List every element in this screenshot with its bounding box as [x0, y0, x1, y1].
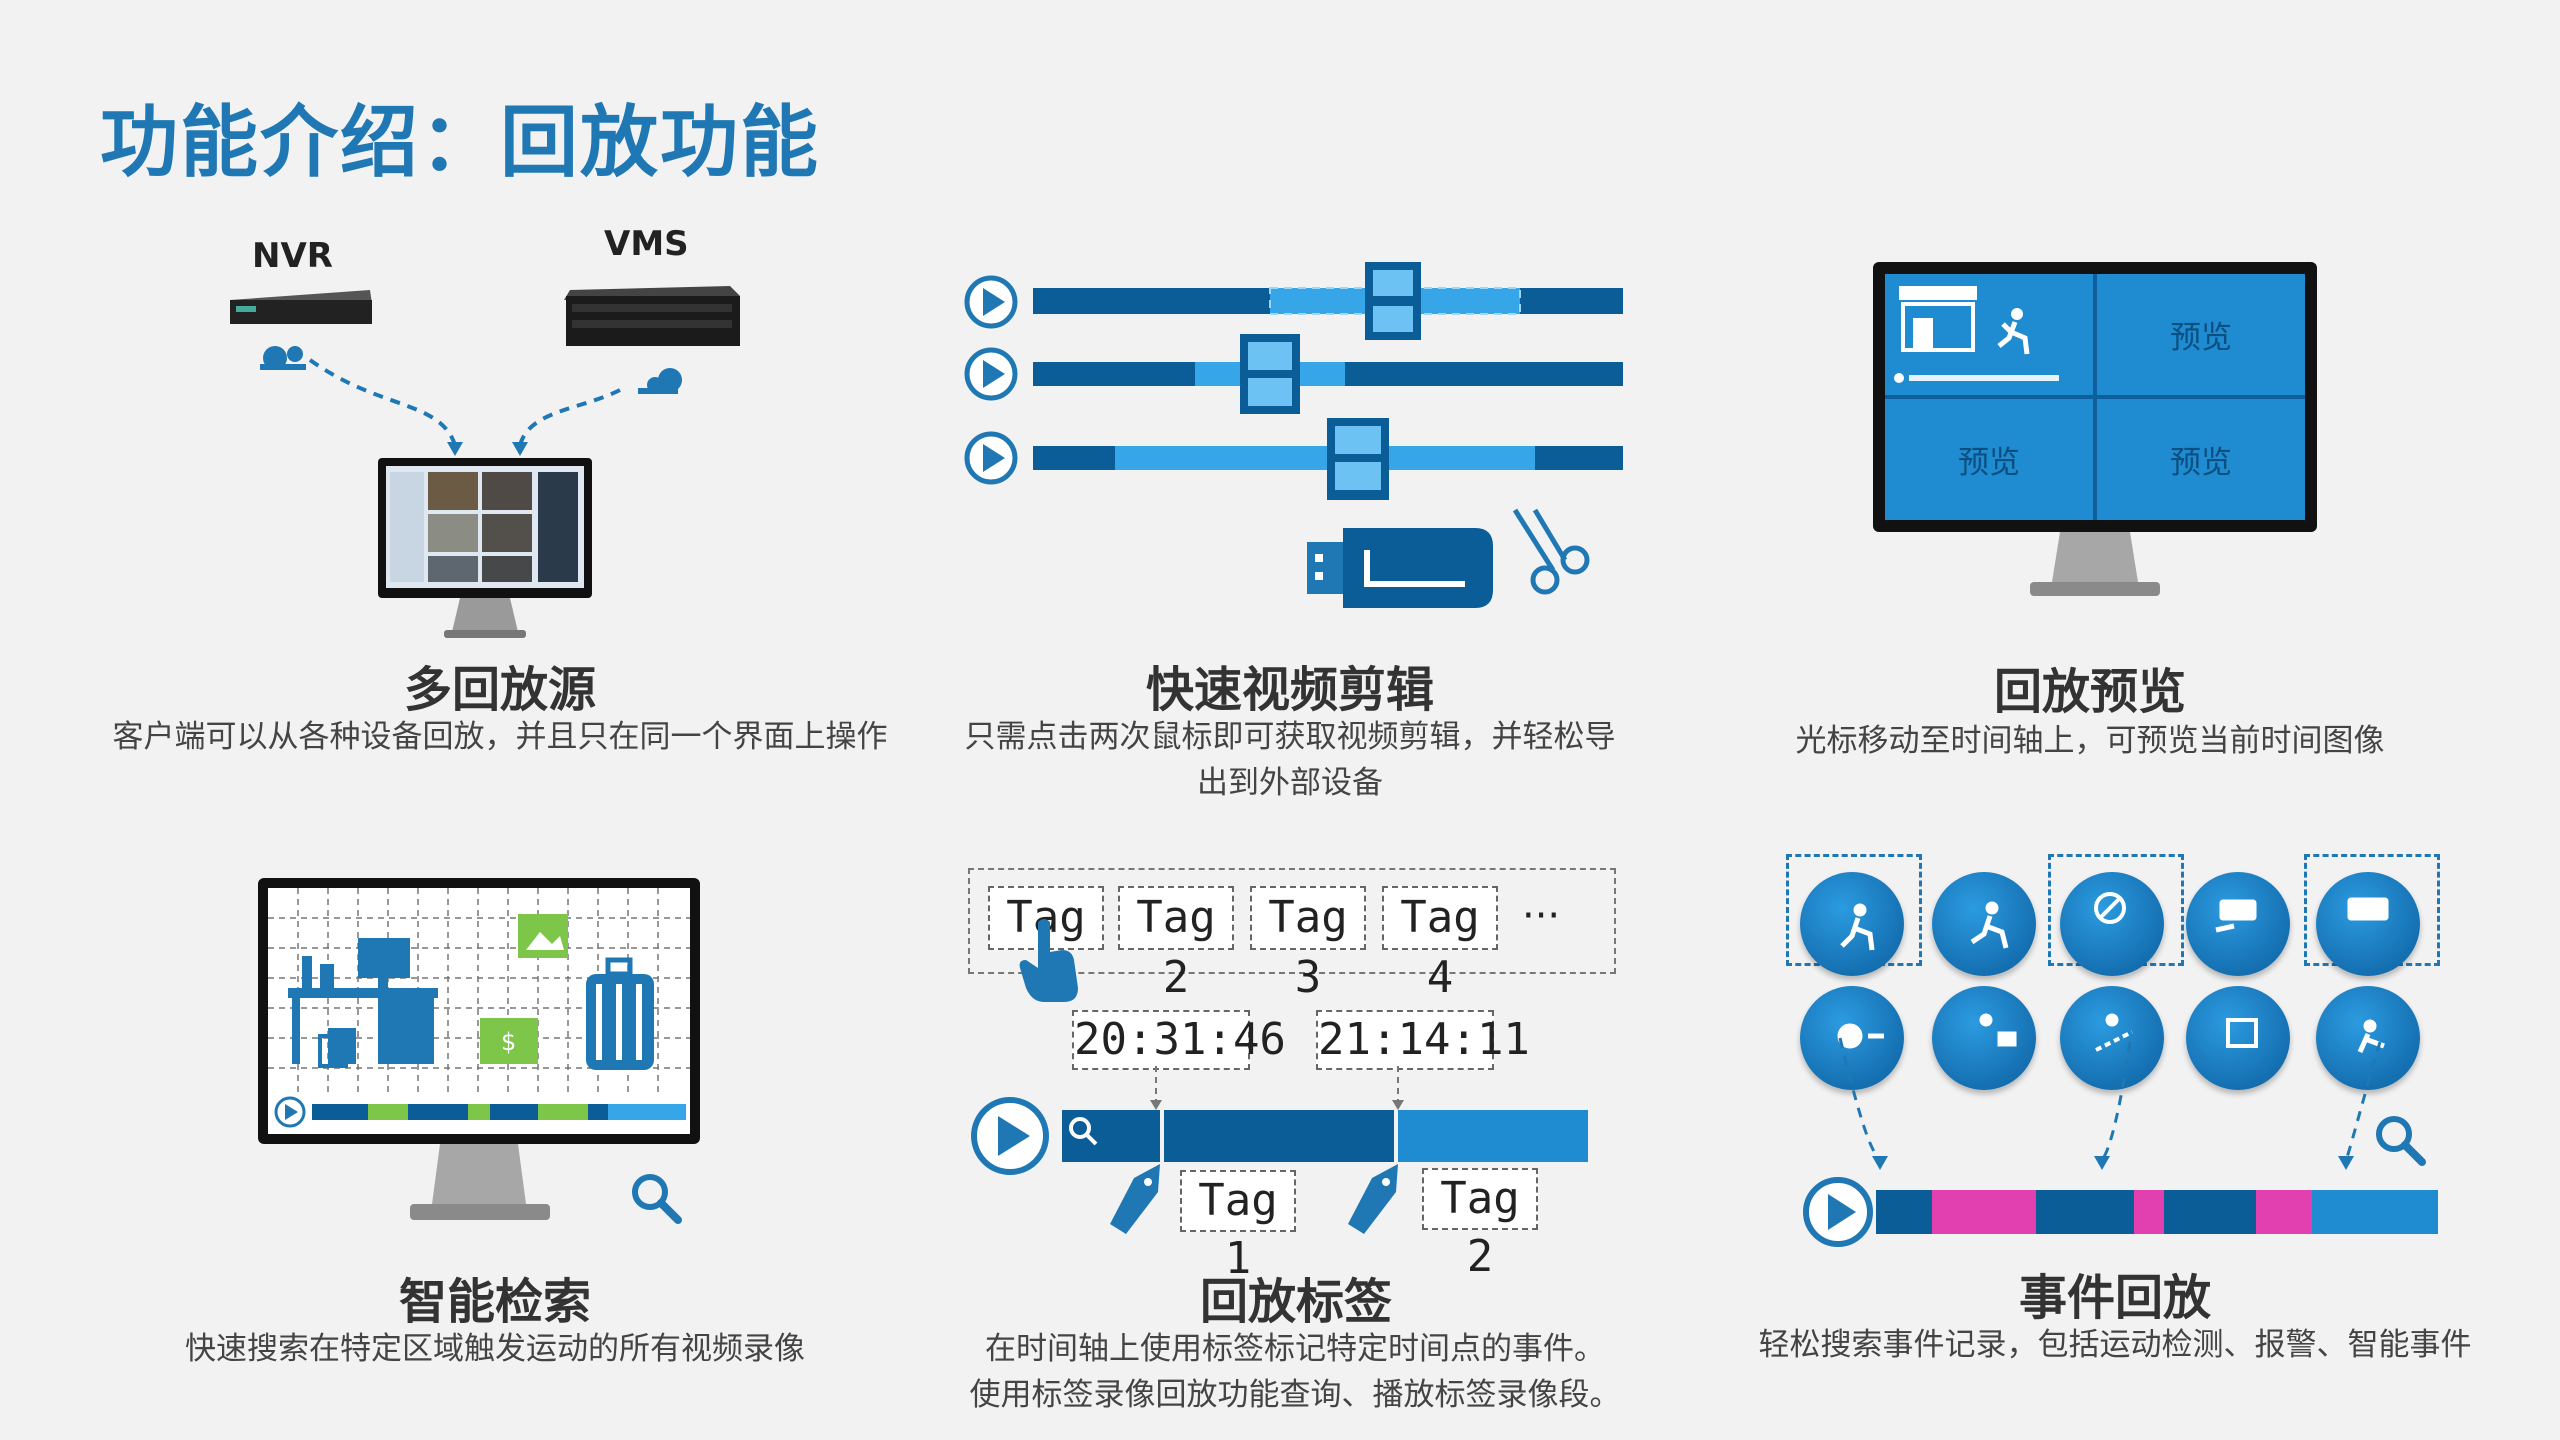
film-reel-icon [638, 368, 682, 394]
no-entry-event-icon[interactable] [2060, 872, 2164, 976]
preview-monitor: 预览 预览 预览 [1873, 262, 2317, 532]
monitor-icon [378, 458, 592, 638]
page-title: 功能介绍：回放功能 [100, 98, 821, 188]
feature-title-smart-search: 智能检索 [398, 1274, 591, 1330]
event-icons-overlay [1803, 892, 2438, 1247]
tag-time: 20:31:46 [1072, 1010, 1286, 1070]
preview-cell-live [1885, 274, 2093, 395]
play-button-icon [274, 1096, 306, 1128]
store-icon [1894, 286, 2059, 383]
running-event-icon[interactable] [1932, 872, 2036, 976]
feature-desc-tags-line2: 使用标签录像回放功能查询、播放标签录像段。 [969, 1377, 1621, 1413]
nvr-device-icon [230, 290, 372, 324]
play-button-icon [1803, 1177, 1873, 1247]
preview-cell: 预览 [2097, 399, 2305, 520]
camera-tamper-event-icon[interactable] [2186, 872, 2290, 976]
tag-timeline-illustration [971, 1066, 1588, 1234]
desk-icon [288, 938, 438, 1064]
face-detection-event-icon[interactable] [2186, 986, 2290, 1090]
svg-text:$: $ [501, 1028, 516, 1056]
film-reel-icon [260, 346, 306, 370]
nvr-label: NVR [252, 236, 333, 276]
timeline-tag-label[interactable]: Tag 2 [1422, 1168, 1538, 1282]
quick-clip-illustration [964, 262, 1623, 608]
picture-icon [518, 914, 568, 958]
tag-list-frame [968, 868, 1616, 974]
film-strip-icon [1327, 418, 1389, 500]
line-crossing-event-icon[interactable] [2060, 986, 2164, 1090]
feature-desc-preview: 光标移动至时间轴上，可预览当前时间图像 [1795, 723, 2385, 759]
camera-hand-event-icon[interactable] [2316, 872, 2420, 976]
magnifier-icon [1069, 1117, 1098, 1146]
motion-grid-illustration: $ [268, 888, 690, 1128]
feature-title-preview: 回放预览 [1993, 664, 2186, 720]
feature-desc-events: 轻松搜索事件记录，包括运动检测、报警、智能事件 [1758, 1327, 2472, 1363]
vms-server-icon [564, 286, 740, 346]
film-strip-icon [1365, 262, 1421, 340]
feature-desc-smart-search: 快速搜索在特定区域触发运动的所有视频录像 [185, 1331, 805, 1367]
price-tag-icon [1348, 1164, 1398, 1234]
intrusion-event-icon[interactable] [1800, 872, 1904, 976]
magnifier-icon [2376, 1116, 2426, 1166]
tag-chip[interactable]: Tag 4 [1382, 886, 1498, 1003]
feature-title-multi-source: 多回放源 [403, 662, 596, 718]
trash-bin-icon [318, 1034, 348, 1068]
feature-desc-multi-source: 客户端可以从各种设备回放，并且只在同一个界面上操作 [112, 719, 888, 755]
smart-search-monitor: $ [258, 878, 700, 1144]
price-tag-icon [1110, 1164, 1160, 1234]
feature-desc-tags-line1: 在时间轴上使用标签标记特定时间点的事件。 [985, 1331, 1605, 1367]
more-tags-ellipsis[interactable]: ··· [1522, 893, 1561, 939]
tag-time: 21:14:11 [1316, 1010, 1530, 1070]
feature-desc-quick-clip: 只需点击两次鼠标即可获取视频剪辑，并轻松导出到外部设备 [964, 719, 1616, 801]
scissors-icon [1512, 508, 1590, 595]
vms-label: VMS [604, 224, 689, 264]
monitor-stand-icon [2030, 532, 2160, 596]
play-button-icon [964, 347, 1018, 401]
film-strip-icon [1240, 334, 1300, 414]
preview-cell: 预览 [2097, 274, 2305, 395]
hand-pointer-icon [1019, 919, 1078, 1002]
feature-title-events: 事件回放 [2018, 1270, 2211, 1326]
preview-cell: 预览 [1885, 399, 2093, 520]
feature-title-tags: 回放标签 [1199, 1274, 1392, 1330]
play-button-icon [964, 275, 1018, 329]
play-button-icon [964, 431, 1018, 485]
tag-chip[interactable]: Tag 2 [1118, 886, 1234, 1003]
usb-drive-icon [1307, 528, 1493, 608]
monitor-stand-icon [410, 1144, 550, 1220]
money-icon: $ [480, 1018, 538, 1064]
magnifier-icon[interactable] [628, 1170, 684, 1226]
luggage-icon [586, 957, 654, 1070]
object-left-event-icon[interactable] [1932, 986, 2036, 1090]
multi-source-illustration [230, 286, 740, 638]
play-button-icon [971, 1097, 1049, 1175]
feature-title-quick-clip: 快速视频剪辑 [1145, 662, 1434, 718]
tag-chip[interactable]: Tag 3 [1250, 886, 1366, 1003]
timeline-tag-label[interactable]: Tag 1 [1180, 1170, 1296, 1284]
